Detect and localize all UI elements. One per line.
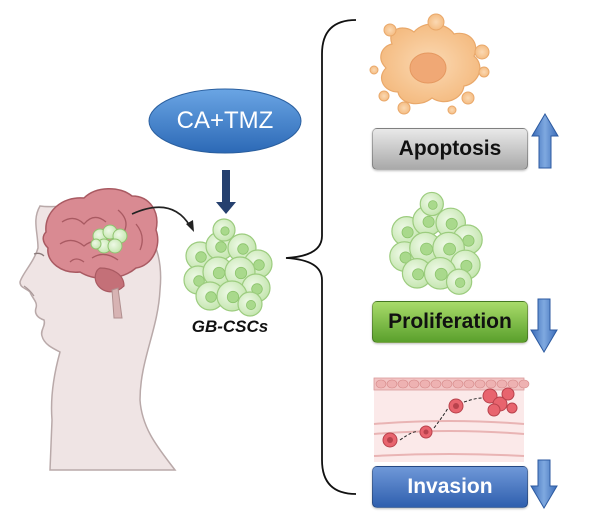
cell-nucleus (428, 200, 438, 210)
cell-nucleus (226, 290, 240, 304)
cell-nucleus (212, 266, 226, 280)
vessel-wall-cell (441, 379, 453, 389)
cell-nucleus (246, 300, 256, 310)
blood-vessel-icon (373, 377, 530, 462)
vessel-wall-cell (419, 379, 431, 389)
vessel-wall-cell (430, 379, 442, 389)
cell-nucleus (401, 226, 414, 239)
up-arrow-icon (531, 113, 559, 169)
head-silhouette-icon (19, 204, 177, 471)
cell-label: GB-CSCs (191, 317, 269, 336)
vessel-wall-cell (496, 379, 508, 389)
cell-nucleus (195, 251, 207, 263)
vessel-wall-cell (463, 379, 475, 389)
curved-arrow-head (186, 220, 194, 232)
curved-arrow (131, 206, 191, 227)
treatment-label: CA+TMZ (176, 107, 274, 134)
down-arrow-icon (530, 298, 558, 353)
vessel-wall-cell (375, 379, 387, 389)
cell-nucleus (399, 251, 412, 264)
cell-cluster-icon (183, 218, 273, 317)
cell-nucleus (412, 268, 425, 281)
cell-nucleus (237, 243, 249, 255)
cell-nucleus (454, 277, 466, 288)
outcome-invasion-label: Invasion (372, 466, 528, 508)
cell-nucleus (193, 275, 205, 287)
cell-nucleus (205, 291, 217, 303)
cell-nucleus (253, 259, 265, 271)
treatment-ellipse (148, 88, 302, 154)
vessel-wall-cell (507, 379, 519, 389)
vessel-wall-cell (386, 379, 398, 389)
cell-nucleus (220, 226, 230, 236)
down-arrow-icon (530, 459, 558, 509)
cell-nucleus (445, 217, 458, 230)
outcome-proliferation-label: Proliferation (372, 301, 528, 343)
cell-nucleus (434, 267, 448, 281)
vessel-wall-cell (518, 379, 530, 389)
vessel-wall-cell (452, 379, 464, 389)
cell-nucleus (420, 242, 433, 256)
cell-nucleus (234, 266, 248, 280)
cell-nucleus (462, 234, 475, 247)
apoptotic-cell-icon (369, 13, 490, 115)
proliferation-cell-cluster-icon (389, 191, 483, 295)
brain-tumor-icon (90, 224, 128, 254)
vessel-wall-cell (397, 379, 409, 389)
vessel-wall-cell (408, 379, 420, 389)
treatment-down-arrow (216, 170, 236, 214)
outcome-apoptosis-label: Apoptosis (372, 128, 528, 170)
cell-nucleus (215, 241, 227, 253)
vessel-wall-cell (474, 379, 486, 389)
brain-icon (42, 188, 159, 319)
cell-nucleus (422, 215, 435, 228)
cell-nucleus (443, 242, 456, 256)
vessel-wall-cell (485, 379, 497, 389)
bracket (285, 19, 357, 495)
